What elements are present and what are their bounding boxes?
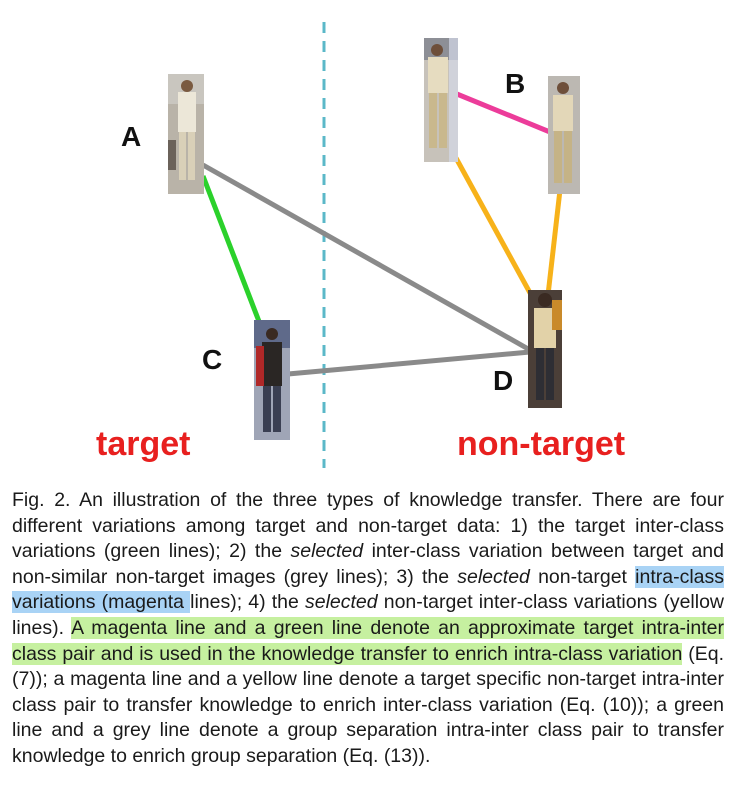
caption-emphasis: selected <box>290 540 364 563</box>
figure-caption: Fig. 2. An illustration of the three typ… <box>12 488 724 770</box>
person-image-d <box>528 290 562 408</box>
caption-text: Fig. 2. An illustration of the three typ… <box>12 489 724 563</box>
caption-text: non-target <box>529 565 636 588</box>
caption-text: lines); 4) the <box>190 591 305 614</box>
node-label-a: A <box>121 121 142 152</box>
person-image-b1 <box>424 38 458 162</box>
edge-b2-d-yellow <box>545 189 563 296</box>
edge-a-c-green <box>200 175 263 325</box>
caption-text: (Eq. (7)); a magenta line and a yellow l… <box>12 642 725 767</box>
caption-highlight-green: A magenta line and a green line denote a… <box>12 616 724 665</box>
node-label-b: B <box>505 68 526 99</box>
person-image-b2 <box>548 76 580 194</box>
person-image-c <box>254 320 290 440</box>
group-label-non-target: non-target <box>457 425 626 463</box>
edge-c-d-grey <box>287 349 531 377</box>
caption-text: inter-class variation between target and… <box>12 540 724 588</box>
edge-b-magenta <box>451 89 551 135</box>
edge-a-d-grey <box>201 162 532 353</box>
caption-emphasis: selected <box>457 565 530 588</box>
caption-text: non-target inter-class variations (yello… <box>12 591 725 639</box>
group-label-target: target <box>96 425 191 463</box>
node-label-c: C <box>202 344 223 375</box>
edge-b1-d-yellow <box>453 156 538 304</box>
caption-emphasis: selected <box>304 591 378 614</box>
figure: A B C D target non-target <box>96 22 626 468</box>
figure-canvas <box>168 22 580 468</box>
node-label-d: D <box>493 365 514 396</box>
person-image-a <box>168 74 204 194</box>
